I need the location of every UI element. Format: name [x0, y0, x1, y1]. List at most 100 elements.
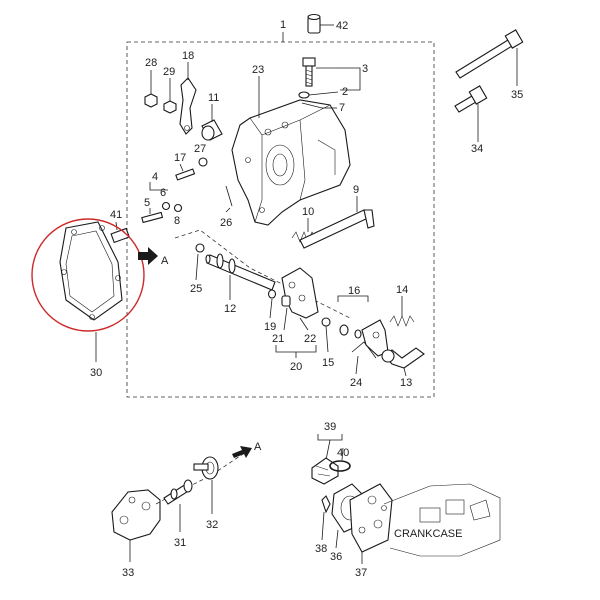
bolt-5 — [141, 211, 164, 224]
ring-27 — [198, 157, 208, 167]
shaft-26 — [225, 185, 233, 207]
bracket-16 — [337, 295, 369, 302]
callout-42: 42 — [336, 20, 348, 32]
pin-21 — [281, 295, 291, 307]
ring-19 — [267, 289, 277, 299]
leader-26 — [225, 207, 231, 213]
bushing-11 — [201, 119, 223, 141]
callout-32: 32 — [206, 519, 218, 531]
callout-15: 15 — [322, 357, 334, 369]
arrow-label-bottom: A — [254, 441, 262, 453]
leader-21 — [283, 307, 288, 331]
leader-22 — [299, 317, 309, 331]
screw-38 — [321, 495, 331, 514]
washer-2 — [298, 91, 310, 99]
bolt-34 — [454, 85, 488, 113]
ring-6 — [161, 201, 171, 211]
gasket-30 — [59, 221, 123, 321]
pin-7 — [301, 102, 323, 109]
pin-8 — [173, 203, 183, 213]
leader-13 — [403, 367, 407, 377]
gear-32 — [193, 456, 219, 480]
assembly-boundary — [126, 41, 435, 398]
bolt-35 — [455, 29, 524, 79]
crankcase — [383, 483, 501, 557]
callout-7: 7 — [339, 102, 345, 114]
callout-36: 36 — [330, 551, 342, 563]
bracket-20 — [275, 345, 317, 353]
bushing-16 — [339, 324, 362, 339]
bracket-39 — [317, 434, 343, 441]
callout-9: 9 — [353, 184, 359, 196]
nut-28 — [144, 93, 158, 108]
leader-39 — [325, 439, 331, 461]
direction-arrow-top — [138, 247, 158, 265]
callout-18: 18 — [182, 50, 194, 62]
leader-25 — [195, 253, 199, 281]
oring-25 — [195, 243, 205, 253]
callout-12: 12 — [224, 303, 236, 315]
leader-36 — [335, 529, 339, 549]
callout-24: 24 — [350, 377, 362, 389]
oring-40 — [329, 460, 351, 472]
axis-line — [174, 229, 351, 319]
lever-18 — [179, 77, 197, 135]
callout-5: 5 — [144, 197, 150, 209]
callout-23: 23 — [252, 64, 264, 76]
callout-11: 11 — [208, 92, 219, 104]
callout-30: 30 — [90, 367, 102, 379]
spring-10 — [291, 231, 317, 243]
callout-29: 29 — [163, 66, 175, 78]
callout-16: 16 — [348, 285, 360, 297]
fork-plate-22 — [281, 267, 319, 319]
bracket-3 — [340, 67, 361, 91]
callout-41: 41 — [110, 209, 122, 221]
callout-3: 3 — [362, 63, 368, 75]
bracket-4 — [149, 182, 168, 191]
callout-19: 19 — [264, 321, 276, 333]
arrow-label-top: A — [161, 255, 169, 267]
leader-17 — [179, 163, 184, 172]
callout-22: 22 — [304, 333, 316, 345]
callout-40: 40 — [337, 447, 349, 459]
callout-37: 37 — [355, 567, 367, 579]
callout-4: 4 — [152, 171, 158, 183]
shaft-31 — [163, 479, 193, 505]
callout-21: 21 — [272, 333, 284, 345]
callout-35: 35 — [511, 89, 523, 101]
callout-1: 1 — [280, 19, 286, 31]
housing-33 — [111, 489, 161, 541]
spring-14 — [389, 315, 415, 327]
gasket-37 — [349, 483, 393, 553]
leader-24 — [355, 355, 359, 375]
lever-13 — [361, 319, 425, 369]
direction-arrow-bottom — [232, 446, 252, 458]
leader-19 — [269, 298, 273, 319]
leader-15 — [325, 325, 329, 353]
shaft-12 — [205, 253, 276, 291]
highlight-circle — [31, 218, 145, 332]
callout-6: 6 — [160, 187, 166, 199]
callout-10: 10 — [302, 206, 314, 218]
callout-2: 2 — [342, 86, 348, 98]
callout-17: 17 — [174, 152, 186, 164]
callout-28: 28 — [145, 57, 157, 69]
bolt-3 — [302, 57, 316, 87]
bolt-41 — [110, 227, 130, 244]
callout-25: 25 — [190, 283, 202, 295]
callout-13: 13 — [400, 377, 412, 389]
cap-39 — [311, 457, 339, 485]
callout-39: 39 — [324, 421, 336, 433]
callout-26: 26 — [220, 217, 232, 229]
leader-40 — [341, 447, 344, 461]
crankcase-label: CRANKCASE — [394, 528, 462, 540]
nut-29 — [163, 100, 177, 114]
callout-27: 27 — [194, 143, 206, 155]
lever-9 — [299, 209, 375, 249]
link-24 — [351, 341, 377, 359]
callout-34: 34 — [471, 143, 483, 155]
cap-42 — [307, 13, 321, 34]
leader-2 — [308, 91, 339, 96]
